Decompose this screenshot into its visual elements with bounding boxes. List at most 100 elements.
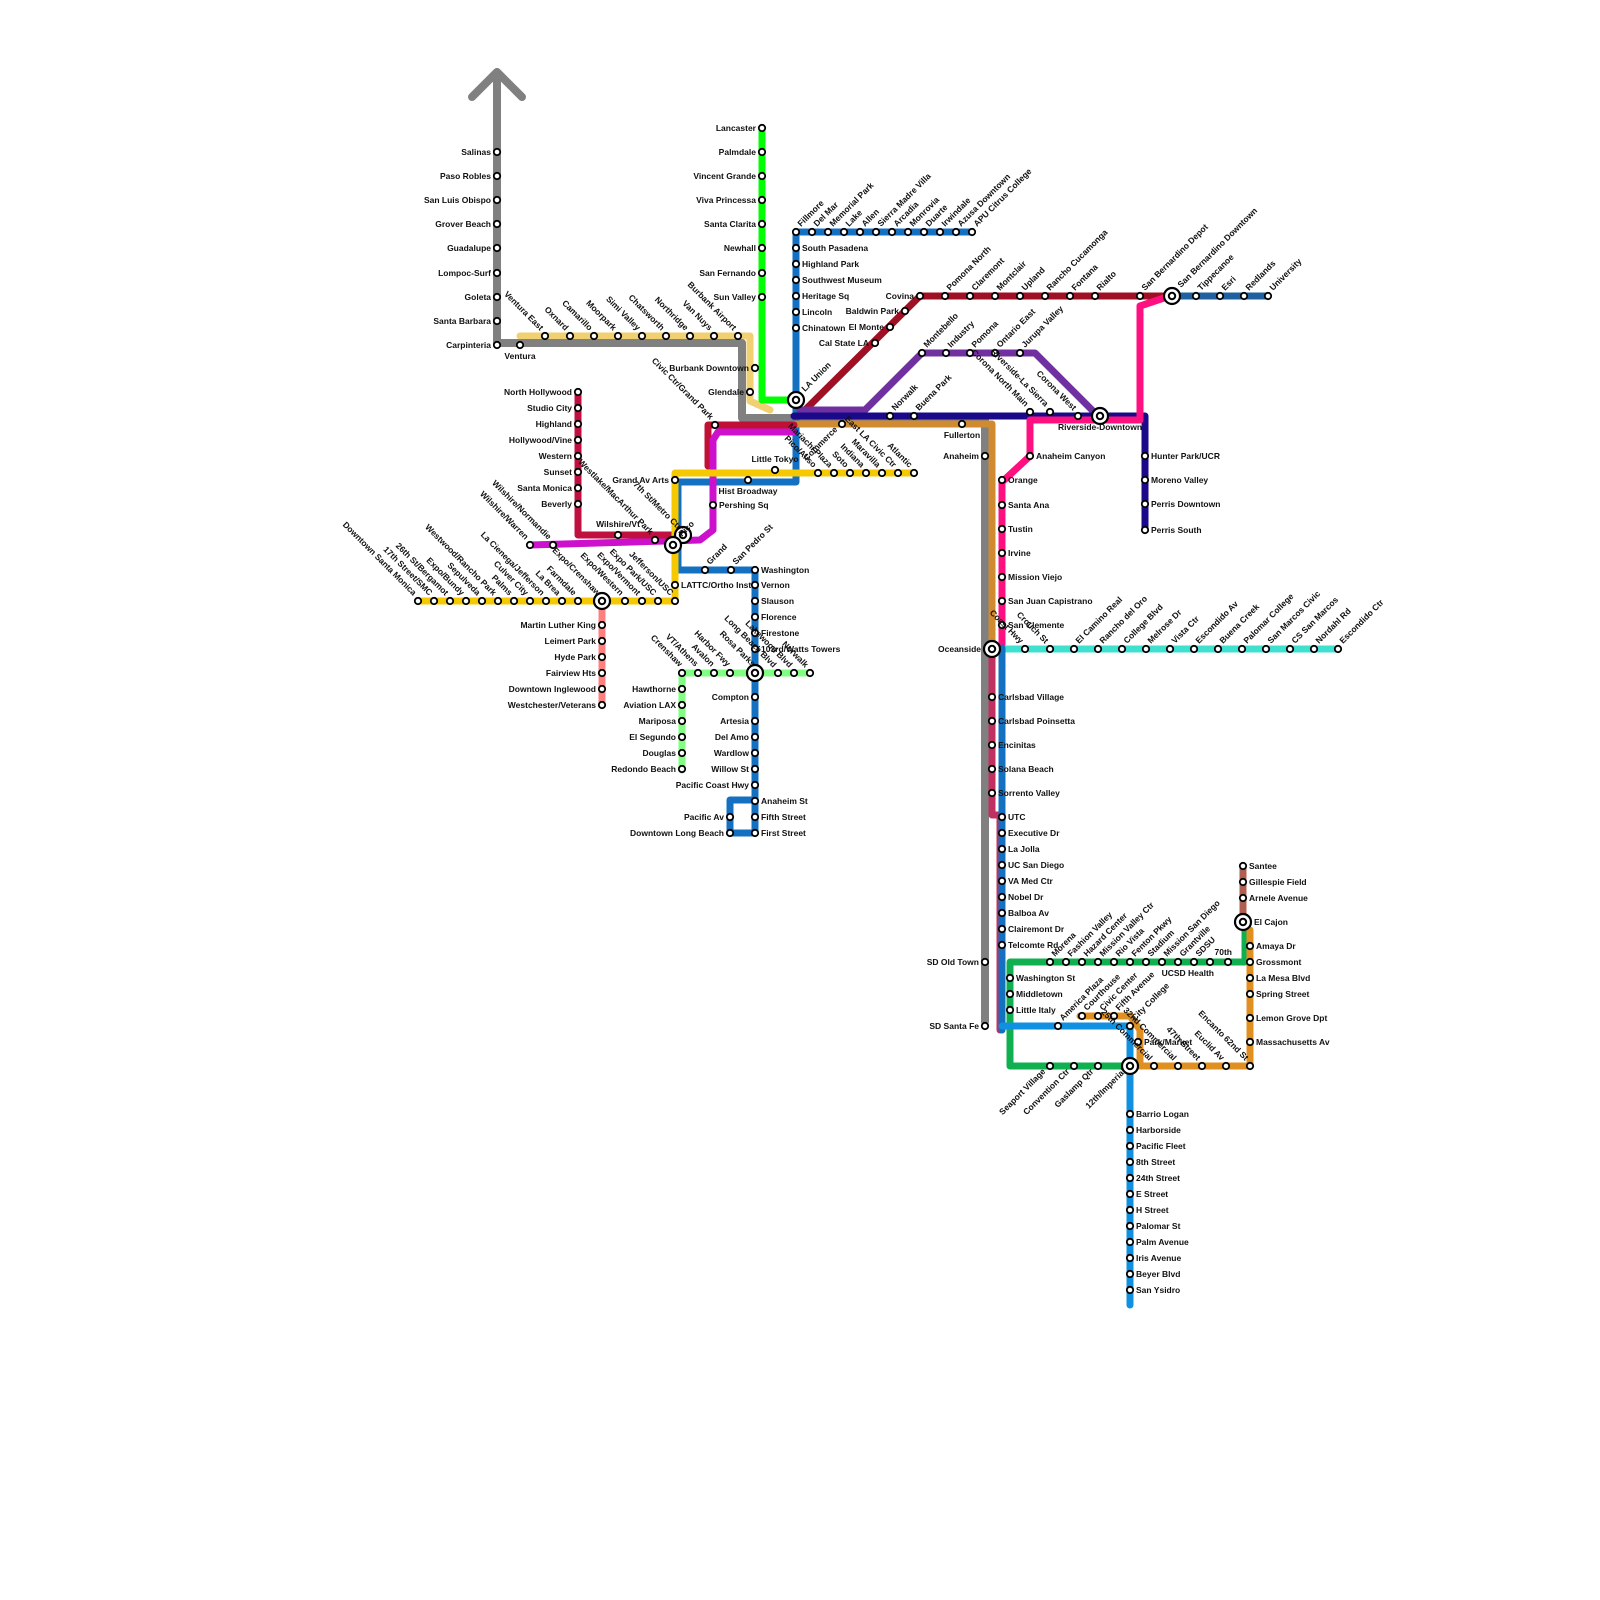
station-dot-icon[interactable]	[902, 308, 908, 314]
station-dot-icon[interactable]	[775, 670, 781, 676]
station-dot-icon[interactable]	[793, 309, 799, 315]
station-dot-icon[interactable]	[672, 477, 678, 483]
station-dot-icon[interactable]	[999, 942, 1005, 948]
station-dot-icon[interactable]	[494, 318, 500, 324]
station-dot-icon[interactable]	[1127, 1239, 1133, 1245]
station-dot-icon[interactable]	[639, 333, 645, 339]
station-dot-icon[interactable]	[599, 654, 605, 660]
station-dot-icon[interactable]	[463, 598, 469, 604]
station-dot-icon[interactable]	[815, 470, 821, 476]
station-dot-icon[interactable]	[1311, 646, 1317, 652]
station-dot-icon[interactable]	[1079, 1013, 1085, 1019]
station-dot-icon[interactable]	[1055, 1023, 1061, 1029]
station-dot-icon[interactable]	[999, 814, 1005, 820]
station-dot-icon[interactable]	[872, 340, 878, 346]
station-dot-icon[interactable]	[1007, 991, 1013, 997]
station-dot-icon[interactable]	[1240, 879, 1246, 885]
station-dot-icon[interactable]	[752, 814, 758, 820]
station-dot-icon[interactable]	[752, 782, 758, 788]
station-dot-icon[interactable]	[431, 598, 437, 604]
station-dot-icon[interactable]	[575, 469, 581, 475]
station-dot-icon[interactable]	[1027, 409, 1033, 415]
station-dot-icon[interactable]	[863, 470, 869, 476]
station-dot-icon[interactable]	[1247, 1015, 1253, 1021]
station-dot-icon[interactable]	[752, 582, 758, 588]
station-dot-icon[interactable]	[747, 389, 753, 395]
station-dot-icon[interactable]	[1127, 1207, 1133, 1213]
station-dot-icon[interactable]	[695, 670, 701, 676]
station-dot-icon[interactable]	[567, 333, 573, 339]
station-dot-icon[interactable]	[1042, 293, 1048, 299]
station-dot-icon[interactable]	[999, 910, 1005, 916]
station-dot-icon[interactable]	[1247, 1039, 1253, 1045]
station-dot-icon[interactable]	[967, 293, 973, 299]
station-dot-icon[interactable]	[791, 670, 797, 676]
station-dot-icon[interactable]	[999, 574, 1005, 580]
station-dot-icon[interactable]	[999, 477, 1005, 483]
station-dot-icon[interactable]	[759, 294, 765, 300]
station-dot-icon[interactable]	[911, 413, 917, 419]
station-dot-icon[interactable]	[1127, 1287, 1133, 1293]
station-dot-icon[interactable]	[1263, 646, 1269, 652]
station-dot-icon[interactable]	[679, 766, 685, 772]
station-dot-icon[interactable]	[752, 798, 758, 804]
station-dot-icon[interactable]	[543, 598, 549, 604]
station-dot-icon[interactable]	[711, 670, 717, 676]
station-dot-icon[interactable]	[727, 670, 733, 676]
station-dot-icon[interactable]	[1247, 959, 1253, 965]
station-dot-icon[interactable]	[735, 333, 741, 339]
station-dot-icon[interactable]	[887, 324, 893, 330]
station-dot-icon[interactable]	[989, 790, 995, 796]
station-dot-icon[interactable]	[1127, 1127, 1133, 1133]
station-dot-icon[interactable]	[841, 229, 847, 235]
station-dot-icon[interactable]	[1240, 895, 1246, 901]
station-dot-icon[interactable]	[494, 149, 500, 155]
station-dot-icon[interactable]	[479, 598, 485, 604]
station-dot-icon[interactable]	[591, 333, 597, 339]
station-dot-icon[interactable]	[793, 325, 799, 331]
station-dot-icon[interactable]	[752, 567, 758, 573]
station-dot-icon[interactable]	[793, 245, 799, 251]
station-dot-icon[interactable]	[942, 293, 948, 299]
station-dot-icon[interactable]	[807, 670, 813, 676]
station-dot-icon[interactable]	[1225, 959, 1231, 965]
station-dot-icon[interactable]	[1047, 959, 1053, 965]
station-dot-icon[interactable]	[759, 125, 765, 131]
station-dot-icon[interactable]	[1017, 293, 1023, 299]
station-dot-icon[interactable]	[622, 598, 628, 604]
station-dot-icon[interactable]	[615, 333, 621, 339]
station-dot-icon[interactable]	[1127, 1255, 1133, 1261]
station-dot-icon[interactable]	[494, 173, 500, 179]
station-dot-icon[interactable]	[728, 567, 734, 573]
station-dot-icon[interactable]	[1207, 959, 1213, 965]
station-dot-icon[interactable]	[969, 229, 975, 235]
station-dot-icon[interactable]	[989, 694, 995, 700]
station-dot-icon[interactable]	[1142, 501, 1148, 507]
station-dot-icon[interactable]	[599, 638, 605, 644]
station-dot-icon[interactable]	[1127, 959, 1133, 965]
station-dot-icon[interactable]	[575, 389, 581, 395]
station-dot-icon[interactable]	[989, 718, 995, 724]
station-dot-icon[interactable]	[494, 245, 500, 251]
station-dot-icon[interactable]	[727, 830, 733, 836]
station-dot-icon[interactable]	[1240, 863, 1246, 869]
station-dot-icon[interactable]	[809, 229, 815, 235]
station-dot-icon[interactable]	[1127, 1223, 1133, 1229]
station-dot-icon[interactable]	[1191, 646, 1197, 652]
station-dot-icon[interactable]	[1127, 1191, 1133, 1197]
station-dot-icon[interactable]	[982, 453, 988, 459]
station-dot-icon[interactable]	[982, 1023, 988, 1029]
station-dot-icon[interactable]	[1067, 293, 1073, 299]
station-dot-icon[interactable]	[1191, 959, 1197, 965]
station-dot-icon[interactable]	[672, 598, 678, 604]
station-dot-icon[interactable]	[847, 470, 853, 476]
station-dot-icon[interactable]	[1247, 991, 1253, 997]
station-dot-icon[interactable]	[917, 293, 923, 299]
station-dot-icon[interactable]	[793, 277, 799, 283]
station-dot-icon[interactable]	[1007, 975, 1013, 981]
station-dot-icon[interactable]	[575, 405, 581, 411]
station-dot-icon[interactable]	[712, 422, 718, 428]
station-dot-icon[interactable]	[989, 742, 995, 748]
station-dot-icon[interactable]	[1142, 527, 1148, 533]
station-dot-icon[interactable]	[1127, 1271, 1133, 1277]
